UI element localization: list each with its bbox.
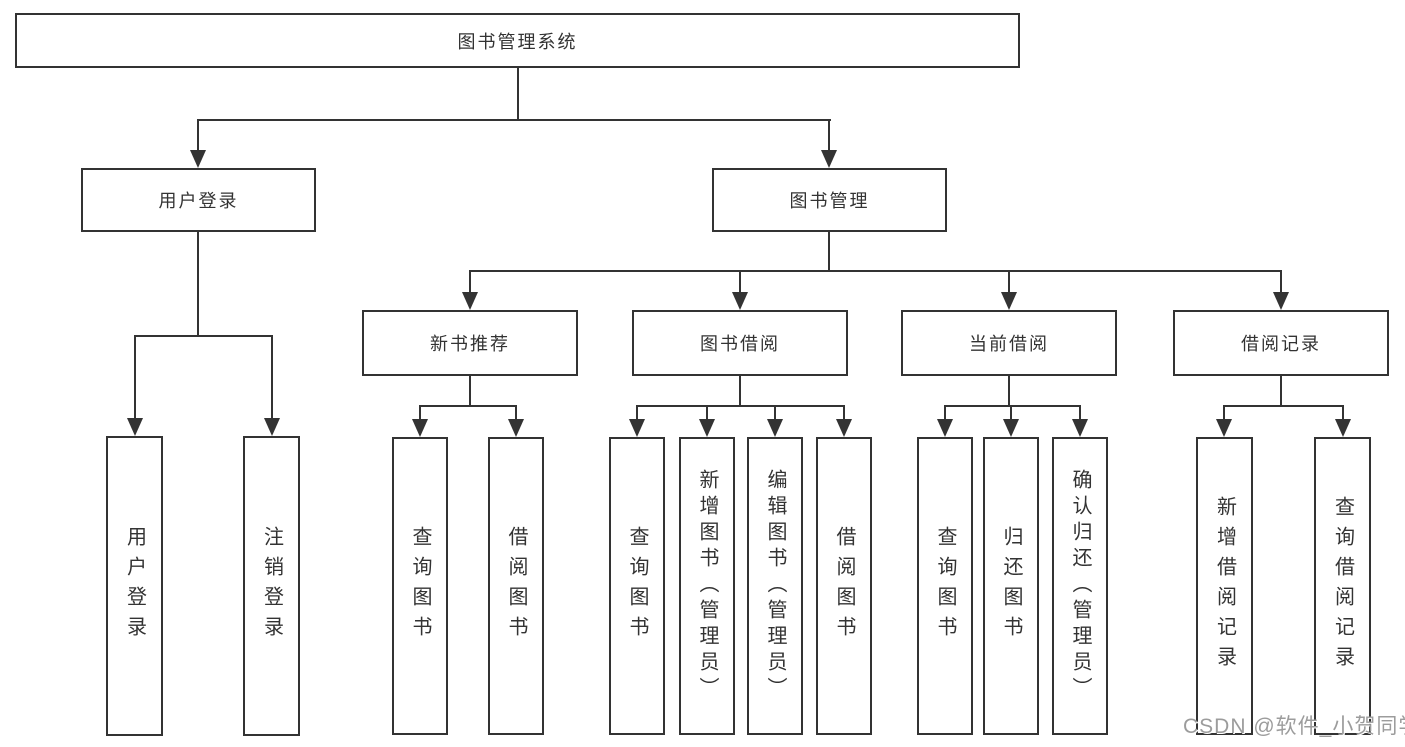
node-leaf-br-add-record: 新增借阅记录 [1196, 437, 1253, 735]
connector-line [706, 405, 708, 419]
connector-line [517, 68, 519, 120]
arrowhead-icon [127, 418, 143, 436]
connector-line [1342, 405, 1344, 419]
node-leaf-bb-query-books: 查询图书 [609, 437, 665, 735]
arrowhead-icon [767, 419, 783, 437]
node-leaf-nbr-query-books: 查询图书 [392, 437, 448, 735]
connector-line [419, 405, 421, 419]
arrowhead-icon [629, 419, 645, 437]
arrowhead-icon [190, 150, 206, 168]
node-book-management-branch: 图书管理 [712, 168, 947, 232]
arrowhead-icon [1216, 419, 1232, 437]
arrowhead-icon [836, 419, 852, 437]
connector-line [197, 119, 199, 150]
node-leaf-user-login: 用户登录 [106, 436, 163, 736]
connector-line [515, 405, 517, 419]
arrowhead-icon [462, 292, 478, 310]
connector-line [197, 232, 199, 336]
connector-line [1223, 405, 1225, 419]
arrowhead-icon [1072, 419, 1088, 437]
arrowhead-icon [1335, 419, 1351, 437]
connector-line [843, 405, 845, 419]
connector-line [134, 335, 273, 337]
node-leaf-cb-return-books: 归还图书 [983, 437, 1039, 735]
node-leaf-nbr-borrow-books: 借阅图书 [488, 437, 544, 735]
connector-line [271, 335, 273, 418]
arrowhead-icon [699, 419, 715, 437]
arrowhead-icon [732, 292, 748, 310]
connector-line [1079, 405, 1081, 419]
arrowhead-icon [1003, 419, 1019, 437]
arrowhead-icon [937, 419, 953, 437]
node-leaf-logout: 注销登录 [243, 436, 300, 736]
node-new-book-recommend: 新书推荐 [362, 310, 578, 376]
connector-line [1224, 405, 1344, 407]
node-current-borrow: 当前借阅 [901, 310, 1117, 376]
connector-line [1010, 405, 1012, 419]
node-leaf-cb-confirm-return-admin: 确认归还（管理员） [1052, 437, 1108, 735]
node-user-login-branch: 用户登录 [81, 168, 316, 232]
arrowhead-icon [1001, 292, 1017, 310]
connector-line [637, 405, 844, 407]
connector-line [774, 405, 776, 419]
node-leaf-bb-edit-books-admin: 编辑图书（管理员） [747, 437, 803, 735]
connector-line [1008, 376, 1010, 406]
watermark-text: CSDN @软件_小贺同学 [1183, 715, 1405, 738]
connector-line [828, 119, 830, 150]
node-leaf-bb-add-books-admin: 新增图书（管理员） [679, 437, 735, 735]
connector-line [469, 376, 471, 406]
node-leaf-bb-borrow-books: 借阅图书 [816, 437, 872, 735]
connector-line [1280, 270, 1282, 292]
connector-line [944, 405, 946, 419]
connector-line [1280, 376, 1282, 406]
connector-line [636, 405, 638, 419]
node-borrow-records: 借阅记录 [1173, 310, 1389, 376]
connector-line [469, 270, 1282, 272]
connector-line [420, 405, 517, 407]
arrowhead-icon [821, 150, 837, 168]
connector-line [134, 335, 136, 418]
connector-line [828, 232, 830, 271]
connector-line [739, 270, 741, 292]
connector-line [1008, 270, 1010, 292]
connector-line [469, 270, 471, 292]
node-book-borrow: 图书借阅 [632, 310, 848, 376]
arrowhead-icon [508, 419, 524, 437]
connector-line [739, 376, 741, 406]
node-leaf-br-query-record: 查询借阅记录 [1314, 437, 1371, 735]
connector-line [945, 405, 1080, 407]
node-root: 图书管理系统 [15, 13, 1020, 68]
arrowhead-icon [1273, 292, 1289, 310]
connector-line [197, 119, 831, 121]
arrowhead-icon [412, 419, 428, 437]
node-leaf-cb-query-books: 查询图书 [917, 437, 973, 735]
arrowhead-icon [264, 418, 280, 436]
